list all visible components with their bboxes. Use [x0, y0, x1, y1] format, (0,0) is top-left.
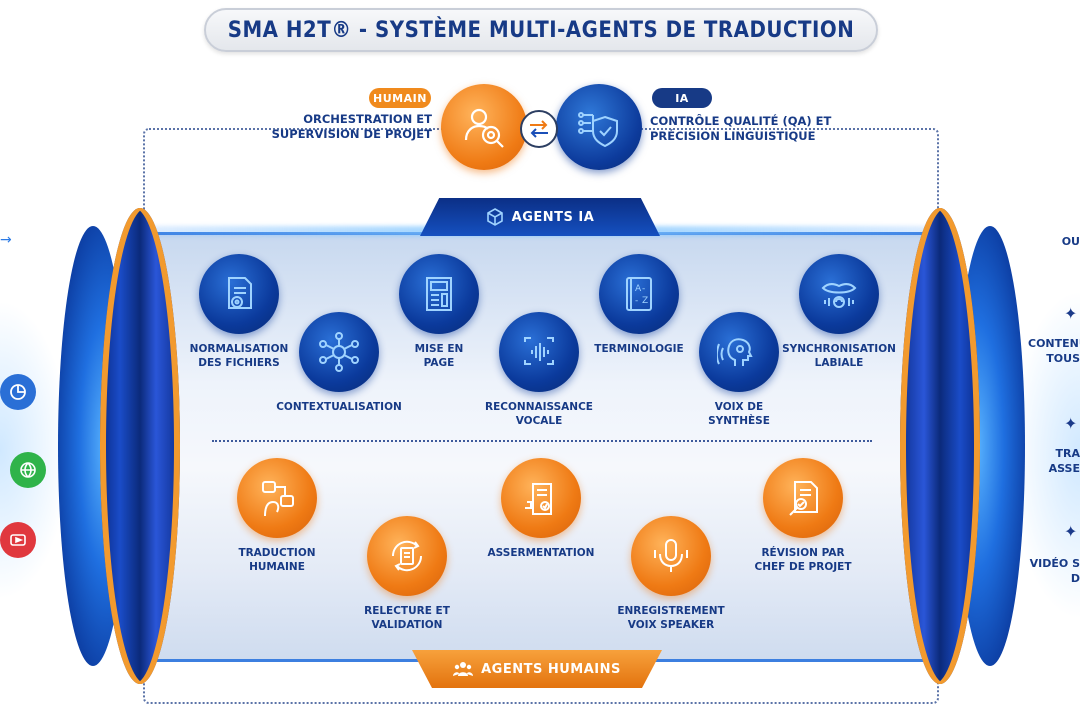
sparkle-icon: ✦ [1064, 304, 1078, 323]
certified-stamp-icon [525, 483, 552, 515]
right-partial-1: CONTENU TOUS [1028, 337, 1080, 365]
agent-reconnaissance-vocale: RECONNAISSANCE VOCALE [474, 312, 604, 428]
left-arrow-icon: → [0, 232, 12, 248]
glossary-book-icon: A--Z [626, 277, 652, 311]
lips-sync-icon [821, 283, 857, 308]
network-nodes-icon [319, 332, 359, 372]
humain-tag: HUMAIN [369, 88, 431, 108]
document-gear-icon [228, 277, 252, 309]
agent-mise-en-page: MISE EN PAGE [374, 254, 504, 370]
title-banner: SMA H2T® - SYSTÈME MULTI-AGENTS DE TRADU… [204, 8, 878, 52]
agents-humains-footer: AGENTS HUMAINS [412, 650, 662, 688]
humain-description: ORCHESTRATION ET SUPERVISION DE PROJET [271, 112, 432, 141]
agent-relecture-validation: RELECTURE ET VALIDATION [342, 516, 472, 632]
sparkle-icon: ✦ [1064, 522, 1078, 541]
agent-revision-chef-projet: RÉVISION PAR CHEF DE PROJET [738, 458, 868, 574]
pie-chart-icon [0, 374, 36, 410]
cylinder-right-ring [900, 208, 980, 684]
review-cycle-icon [391, 540, 423, 572]
globe-icon [10, 452, 46, 488]
agent-terminologie: A--Z TERMINOLOGIE [574, 254, 704, 356]
video-play-icon [0, 522, 36, 558]
svg-text:A: A [635, 284, 642, 294]
people-group-icon [453, 662, 474, 676]
agent-voix-synthese: VOIX DE SYNTHÈSE [674, 312, 804, 428]
ai-shield-icon [578, 112, 618, 148]
agent-normalisation: NORMALISATION DES FICHIERS [174, 254, 304, 370]
section-divider [212, 440, 872, 442]
document-search-icon [789, 481, 818, 516]
cube-icon [486, 208, 503, 226]
right-partial-0: OU [1061, 235, 1080, 248]
svg-text:Z: Z [642, 296, 648, 306]
microphone-icon [654, 539, 688, 572]
cylinder-left-ring [100, 208, 180, 684]
agent-enregistrement-voix: ENREGISTREMENT VOIX SPEAKER [606, 516, 736, 632]
ia-tag: IA [652, 88, 712, 108]
agents-ia-header: AGENTS IA [420, 198, 660, 236]
synthetic-voice-icon [717, 338, 753, 366]
ia-description: CONTRÔLE QUALITÉ (QA) ET PRÉCISION LINGU… [650, 114, 832, 143]
sparkle-icon: ✦ [1064, 414, 1078, 433]
agents-humains-label: AGENTS HUMAINS [481, 661, 621, 677]
agent-assermentation: ASSERMENTATION [476, 458, 606, 560]
page-title: SMA H2T® - SYSTÈME MULTI-AGENTS DE TRADU… [227, 17, 855, 43]
human-supervision-circle [441, 84, 527, 170]
supervisor-eye-icon [464, 108, 504, 148]
voice-wave-icon [524, 337, 554, 365]
svg-text:-: - [635, 296, 638, 306]
agents-ia-label: AGENTS IA [511, 209, 595, 225]
exchange-arrows-icon [520, 110, 558, 148]
right-partial-2: TRA ASSE [1048, 447, 1080, 475]
agent-traduction-humaine: TRADUCTION HUMAINE [212, 458, 342, 574]
svg-text:-: - [642, 284, 645, 294]
agent-contextualisation: CONTEXTUALISATION [274, 312, 404, 414]
ia-quality-circle [556, 84, 642, 170]
agent-synchronisation-labiale: SYNCHRONISATION LABIALE [774, 254, 904, 370]
layout-page-icon [426, 277, 452, 311]
right-partial-3: VIDÉO S D [1029, 557, 1080, 585]
human-translation-icon [262, 481, 294, 517]
